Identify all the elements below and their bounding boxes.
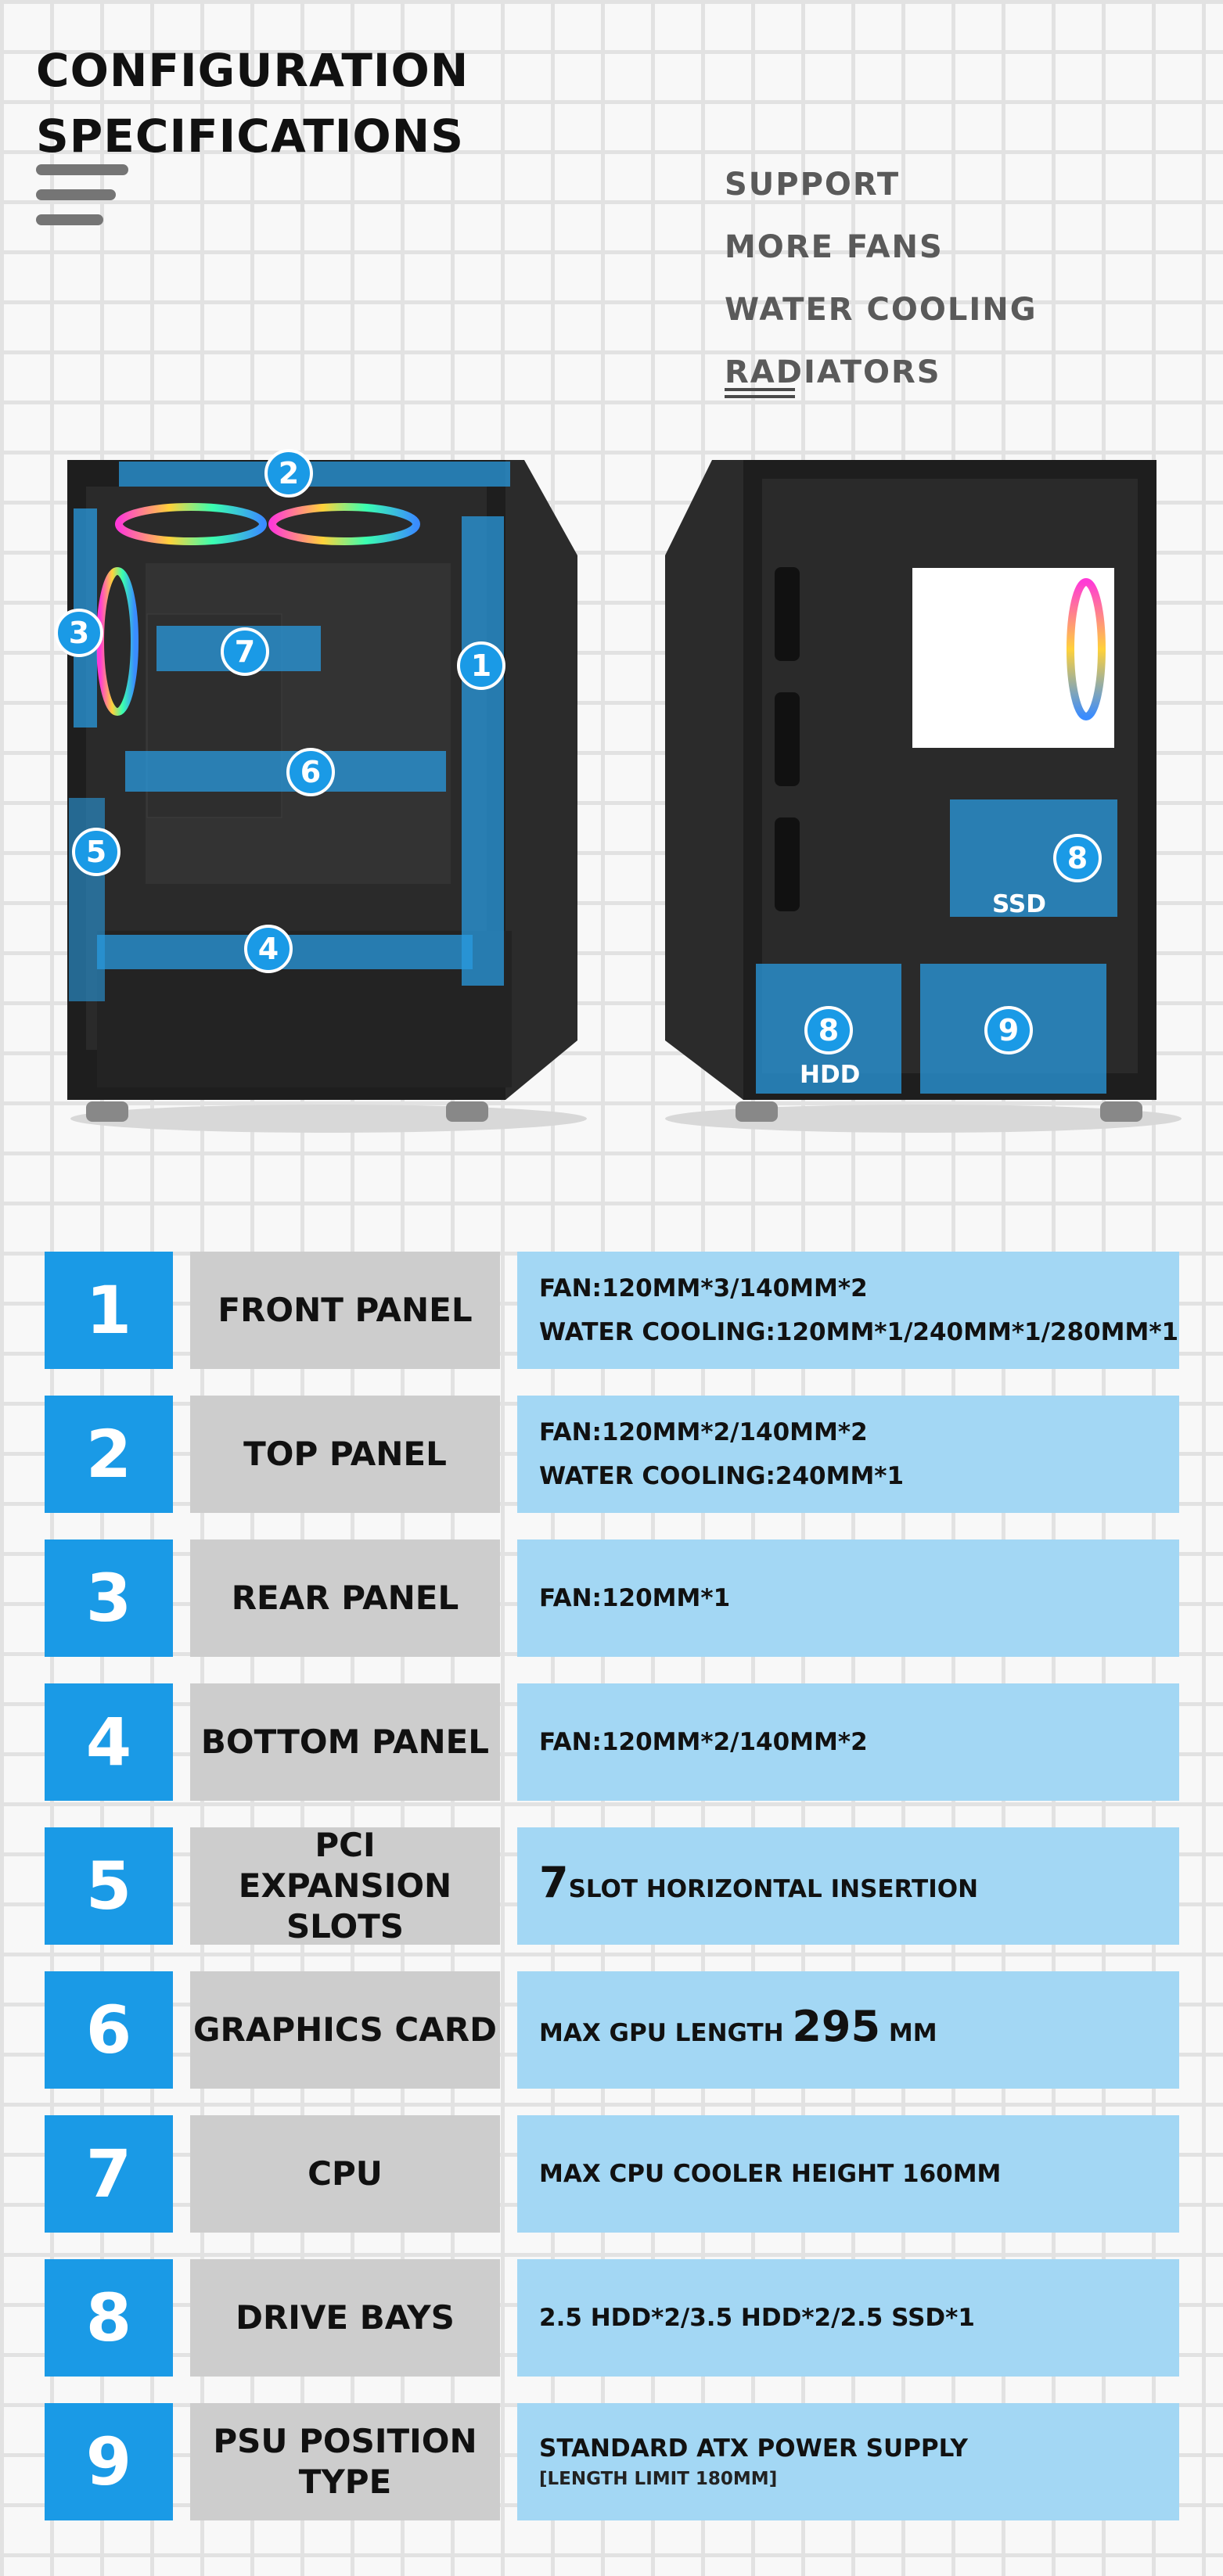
spec-row-graphics-card: 6 GRAPHICS CARD MAX GPU LENGTH 295 MM <box>45 1971 1179 2089</box>
spec-desc-line-1: FAN:120MM*2/140MM*2 <box>539 1728 868 1756</box>
spec-number: 9 <box>45 2403 173 2520</box>
spec-description: MAX GPU LENGTH 295 MM <box>517 1971 1179 2089</box>
spec-desc-rest: SLOT HORIZONTAL INSERTION <box>568 1875 979 1903</box>
support-line-4: RADIATORS <box>725 354 941 390</box>
spec-row-bottom-panel: 4 BOTTOM PANEL FAN:120MM*2/140MM*2 <box>45 1683 1179 1801</box>
spec-number: 5 <box>45 1827 173 1945</box>
callout-8-hdd: 8 <box>804 1006 853 1054</box>
spec-number: 6 <box>45 1971 173 2089</box>
spec-name-text: BOTTOM PANEL <box>200 1723 490 1761</box>
callout-9: 9 <box>984 1006 1033 1054</box>
spec-desc-line-1: FAN:120MM*2/140MM*2 <box>539 1418 868 1446</box>
support-list: SUPPORT MORE FANS WATER COOLING RADIATOR… <box>725 153 1038 404</box>
spec-number: 3 <box>45 1539 173 1657</box>
spec-name-line-1: PCI <box>315 1826 376 1864</box>
callout-1: 1 <box>457 641 505 690</box>
spec-number: 7 <box>45 2115 173 2233</box>
spec-desc-pre: MAX GPU LENGTH <box>539 2019 784 2047</box>
radiators-underline <box>725 388 795 399</box>
spec-row-front-panel: 1 FRONT PANEL FAN:120MM*3/140MM*2 WATER … <box>45 1252 1179 1369</box>
spec-name: PCI EXPANSION SLOTS <box>190 1826 500 1945</box>
spec-number: 2 <box>45 1396 173 1513</box>
menu-lines-icon <box>36 164 130 239</box>
spec-row-rear-panel: 3 REAR PANEL FAN:120MM*1 <box>45 1539 1179 1657</box>
spec-desc-line-2: WATER COOLING:240MM*1 <box>539 1462 905 1490</box>
spec-number: 8 <box>45 2259 173 2377</box>
spec-description: FAN:120MM*1 <box>517 1539 1179 1657</box>
spec-desc-line: 7SLOT HORIZONTAL INSERTION <box>539 1861 1179 1911</box>
spec-name: REAR PANEL <box>190 1539 500 1657</box>
spec-row-psu: 9 PSU POSITION TYPE STANDARD ATX POWER S… <box>45 2403 1179 2520</box>
spec-desc-big-number: 7 <box>539 1858 569 1907</box>
page-title: CONFIGURATION SPECIFICATIONS <box>36 38 469 169</box>
spec-row-pci-slots: 5 PCI EXPANSION SLOTS 7SLOT HORIZONTAL I… <box>45 1826 1179 1945</box>
spec-name: FRONT PANEL <box>190 1252 500 1369</box>
case-right-illustration <box>657 446 1189 1150</box>
title-line-1: CONFIGURATION <box>36 44 469 97</box>
support-line-1: SUPPORT <box>725 167 901 203</box>
callout-3: 3 <box>55 609 103 657</box>
spec-description: 2.5 HDD*2/3.5 HDD*2/2.5 SSD*1 <box>517 2259 1179 2377</box>
spec-name: GRAPHICS CARD <box>190 1971 500 2089</box>
spec-name: TOP PANEL <box>190 1396 500 1513</box>
spec-desc-line-1: FAN:120MM*3/140MM*2 <box>539 1274 868 1302</box>
spec-name-text: GRAPHICS CARD <box>193 2010 497 2049</box>
case-left-illustration <box>55 446 603 1150</box>
spec-desc-line-1: MAX CPU COOLER HEIGHT 160MM <box>539 2160 1002 2188</box>
spec-name: BOTTOM PANEL <box>190 1683 500 1801</box>
spec-row-drive-bays: 8 DRIVE BAYS 2.5 HDD*2/3.5 HDD*2/2.5 SSD… <box>45 2259 1179 2377</box>
spec-description: FAN:120MM*2/140MM*2 <box>517 1683 1179 1801</box>
spec-name-line-2: EXPANSION SLOTS <box>238 1866 452 1945</box>
spec-name-text: CPU <box>308 2154 383 2193</box>
spec-description: 7SLOT HORIZONTAL INSERTION <box>517 1827 1179 1945</box>
spec-desc-line-2: [LENGTH LIMIT 180MM] <box>539 2469 778 2489</box>
spec-desc-line-1: STANDARD ATX POWER SUPPLY <box>539 2434 968 2463</box>
support-line-3: WATER COOLING <box>725 292 1038 328</box>
spec-name: CPU <box>190 2115 500 2233</box>
spec-desc-line: MAX GPU LENGTH 295 MM <box>539 2005 1179 2055</box>
spec-name-text: DRIVE BAYS <box>236 2298 455 2337</box>
spec-description: FAN:120MM*3/140MM*2 WATER COOLING:120MM*… <box>517 1252 1179 1369</box>
callout-6: 6 <box>286 748 335 796</box>
spec-name: DRIVE BAYS <box>190 2259 500 2377</box>
spec-number: 1 <box>45 1252 173 1369</box>
callout-4: 4 <box>244 925 293 973</box>
spec-desc-line-1: 2.5 HDD*2/3.5 HDD*2/2.5 SSD*1 <box>539 2304 975 2332</box>
title-line-2: SPECIFICATIONS <box>36 110 464 163</box>
spec-description: MAX CPU COOLER HEIGHT 160MM <box>517 2115 1179 2233</box>
spec-name-text: FRONT PANEL <box>218 1291 473 1329</box>
spec-description: STANDARD ATX POWER SUPPLY [LENGTH LIMIT … <box>517 2403 1179 2520</box>
spec-name: PSU POSITION TYPE <box>190 2403 500 2520</box>
spec-name-text: TOP PANEL <box>243 1435 447 1473</box>
spec-number: 4 <box>45 1683 173 1801</box>
spec-desc-line-1: FAN:120MM*1 <box>539 1584 731 1612</box>
callout-8-ssd: 8 <box>1053 834 1102 882</box>
spec-desc-post: MM <box>888 2019 937 2047</box>
spec-row-top-panel: 2 TOP PANEL FAN:120MM*2/140MM*2 WATER CO… <box>45 1396 1179 1513</box>
support-line-2: MORE FANS <box>725 229 944 265</box>
spec-name-line-2: TYPE <box>298 2463 392 2501</box>
ssd-label: SSD <box>992 890 1046 918</box>
spec-name-text: REAR PANEL <box>231 1579 459 1617</box>
hdd-label: HDD <box>800 1061 861 1089</box>
spec-description: FAN:120MM*2/140MM*2 WATER COOLING:240MM*… <box>517 1396 1179 1513</box>
callout-5: 5 <box>72 828 121 876</box>
callout-7: 7 <box>221 627 269 676</box>
spec-desc-line-2: WATER COOLING:120MM*1/240MM*1/280MM*1 <box>539 1318 1179 1346</box>
callout-2: 2 <box>264 449 313 498</box>
spec-row-cpu: 7 CPU MAX CPU COOLER HEIGHT 160MM <box>45 2115 1179 2233</box>
spec-name-line-1: PSU POSITION <box>213 2422 477 2460</box>
spec-desc-big-number: 295 <box>792 2002 881 2051</box>
